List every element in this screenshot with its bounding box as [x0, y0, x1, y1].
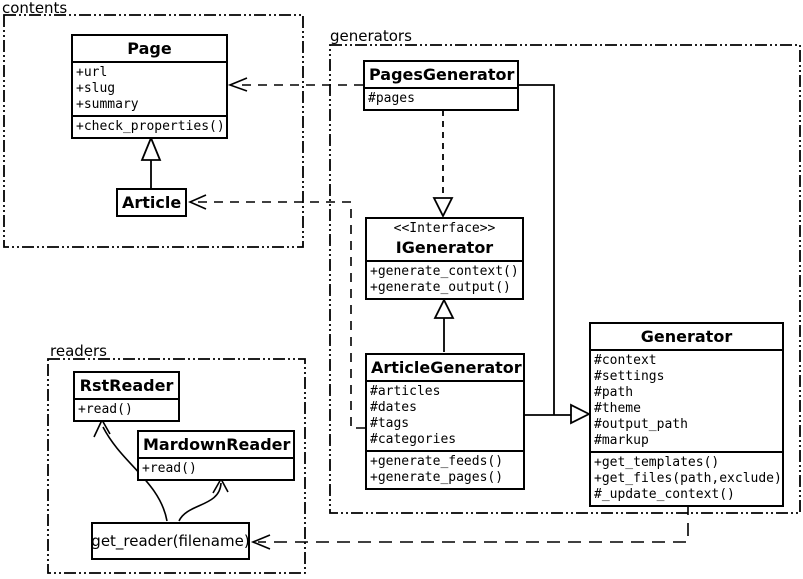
class-title: Page — [73, 36, 226, 63]
edge-pagesgenerator-implements-igenerator — [432, 110, 454, 219]
class-attributes: +url+slug+summary — [73, 63, 226, 115]
edge-getreader-to-markdownreader — [178, 477, 229, 522]
class-pagesgenerator: PagesGenerator #pages — [363, 60, 519, 111]
class-igenerator: <<Interface>> IGenerator +generate_conte… — [365, 217, 524, 300]
class-member: #articles — [370, 384, 441, 399]
function-label: get_reader(filename) — [91, 532, 250, 550]
class-member: +read() — [142, 461, 197, 476]
edge-pagesgenerator-uses-page — [227, 77, 363, 92]
class-member: +check_properties() — [76, 119, 225, 134]
class-title: Generator — [591, 324, 782, 351]
class-member: +generate_feeds() — [370, 454, 504, 469]
function-get-reader: get_reader(filename) — [91, 522, 250, 560]
edge-articlegenerator-uses-article — [188, 194, 365, 429]
class-member: +generate_context() — [370, 264, 519, 279]
class-markdownreader: MardownReader +read() — [137, 430, 295, 481]
class-title-text: IGenerator — [395, 238, 494, 257]
class-title: <<Interface>> IGenerator — [367, 219, 522, 262]
package-frame-contents — [3, 14, 304, 248]
class-member: #tags — [370, 416, 410, 431]
class-methods: +get_templates()+get_files(path,exclude)… — [591, 451, 782, 505]
class-methods: +read() — [75, 400, 178, 420]
class-methods: +read() — [139, 459, 293, 479]
class-title: RstReader — [75, 373, 178, 400]
package-frame-readers — [47, 358, 306, 574]
class-member: +get_templates() — [594, 455, 720, 470]
class-member: +generate_pages() — [370, 470, 504, 485]
package-frame-generators — [329, 44, 801, 514]
class-member: #_update_context() — [594, 487, 735, 502]
class-member: +generate_output() — [370, 280, 511, 295]
class-member: +summary — [76, 97, 139, 112]
class-member: #settings — [594, 369, 665, 384]
class-attributes: #articles#dates#tags#categories — [367, 382, 523, 450]
class-member: #output_path — [594, 417, 688, 432]
class-member: #theme — [594, 401, 641, 416]
class-member: #markup — [594, 433, 649, 448]
class-stereotype: <<Interface>> — [393, 221, 496, 236]
class-attributes: #context#settings#path#theme#output_path… — [591, 351, 782, 451]
class-member: +url — [76, 65, 108, 80]
class-methods: +generate_context()+generate_output() — [367, 262, 522, 298]
class-title: MardownReader — [139, 432, 293, 459]
class-methods: +check_properties() — [73, 115, 226, 137]
class-member: #categories — [370, 432, 457, 447]
class-attributes: #pages — [365, 89, 517, 109]
class-member: #path — [594, 385, 634, 400]
class-methods: +generate_feeds()+generate_pages() — [367, 450, 523, 488]
class-member: #dates — [370, 400, 417, 415]
class-page: Page +url+slug+summary +check_properties… — [71, 34, 228, 139]
class-member: +slug — [76, 81, 116, 96]
class-member: +read() — [78, 402, 133, 417]
class-member: #context — [594, 353, 657, 368]
package-label-contents: contents — [2, 0, 68, 17]
class-title: PagesGenerator — [365, 62, 517, 89]
class-rstreader: RstReader +read() — [73, 371, 180, 422]
class-member: #pages — [368, 91, 415, 106]
class-member: +get_files(path,exclude) — [594, 471, 782, 486]
edge-generator-uses-getreader — [250, 502, 689, 550]
edge-generators-extend-generator — [519, 84, 592, 425]
class-title: ArticleGenerator — [367, 355, 523, 382]
package-label-readers: readers — [50, 342, 107, 360]
class-article: Article — [116, 188, 187, 217]
package-label-generators: generators — [330, 27, 412, 45]
edge-articlegenerator-extends-igenerator — [433, 297, 455, 352]
class-title: Article — [122, 193, 182, 212]
edge-article-extends-page — [140, 135, 162, 188]
class-articlegenerator: ArticleGenerator #articles#dates#tags#ca… — [365, 353, 525, 490]
class-generator: Generator #context#settings#path#theme#o… — [589, 322, 784, 507]
